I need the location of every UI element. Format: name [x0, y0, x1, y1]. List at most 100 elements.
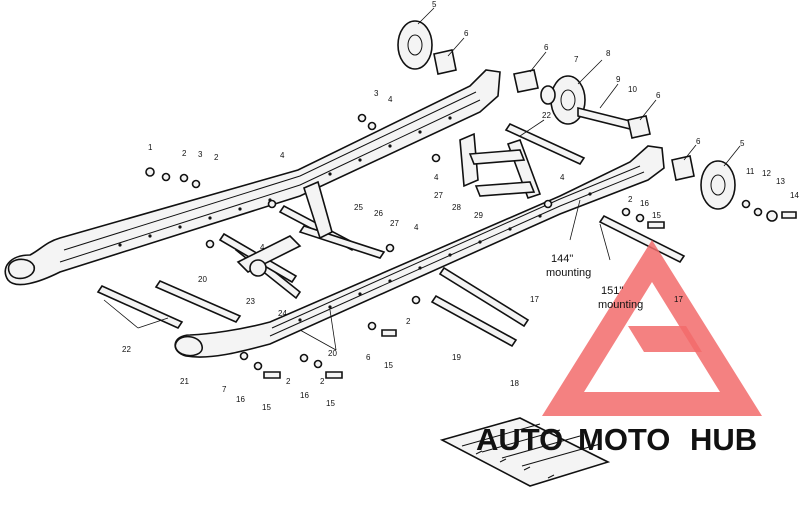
bushing-6b [513, 69, 539, 93]
washer-4e [543, 199, 553, 209]
leader-lines [103, 7, 741, 351]
axle-9 [577, 106, 635, 132]
cross-shafts [96, 122, 686, 348]
washer-16a [635, 213, 645, 223]
mounting-annotations: 144" mounting 151" mounting [546, 253, 643, 311]
torque-arm-assembly [236, 132, 542, 277]
callout-21: 21 [180, 377, 189, 386]
rail-holes-front [298, 192, 592, 322]
washer-2c [411, 295, 421, 305]
washer-4a [191, 179, 201, 189]
callout-17: 17 [530, 295, 539, 304]
rear-arm-left [459, 132, 479, 188]
callout-15: 15 [326, 399, 335, 408]
callout-2: 2 [182, 149, 187, 158]
rear-slide-rail [4, 69, 501, 286]
watermark-auto: AUTO [476, 422, 563, 457]
watermark-brand: AUTO MOTO HUB [476, 422, 757, 457]
callout-27: 27 [434, 191, 443, 200]
bushing-6a [433, 49, 457, 75]
washer-4f [385, 243, 395, 253]
callout-16: 16 [640, 199, 649, 208]
shaft-22-upper [504, 122, 586, 166]
callout-13: 13 [776, 177, 785, 186]
shaft-26 [298, 225, 386, 259]
bolt-15b [381, 329, 397, 337]
shaft-17a [438, 266, 530, 328]
callout-9: 9 [616, 75, 621, 84]
shaft-22-lower-a [96, 284, 184, 330]
bolt-15c [263, 371, 281, 379]
callout-18: 18 [510, 379, 519, 388]
callout-3: 3 [198, 150, 203, 159]
arm-bushing [249, 259, 267, 277]
hardware [145, 113, 797, 379]
callout-19: 19 [452, 353, 461, 362]
callout-4: 4 [280, 151, 285, 160]
callout-15: 15 [384, 361, 393, 370]
callout-6: 6 [544, 43, 549, 52]
wear-strip-18 [439, 417, 611, 487]
callout-4: 4 [414, 223, 419, 232]
bolt-15d [325, 371, 343, 379]
watermark-hub: HUB [690, 422, 757, 457]
callout-4: 4 [388, 95, 393, 104]
callout-24: 24 [278, 309, 287, 318]
idler-wheels [397, 20, 736, 210]
wheel-5-right [700, 160, 736, 210]
callout-27: 27 [390, 219, 399, 228]
rear-arm-crossbar-2 [474, 181, 536, 197]
arm-front-a [303, 180, 333, 240]
cap-13 [766, 210, 778, 222]
callout-6: 6 [464, 29, 469, 38]
callout-2: 2 [214, 153, 219, 162]
callout-16: 16 [236, 395, 245, 404]
shaft-22-lower-b [154, 279, 242, 324]
callout-20: 20 [328, 349, 337, 358]
callout-22: 22 [542, 111, 551, 120]
washer-20a [205, 239, 215, 249]
callout-4: 4 [260, 243, 265, 252]
mounting-151-label: mounting [598, 299, 643, 311]
washer-16c [313, 359, 323, 369]
nut-11 [741, 199, 751, 209]
callout-15: 15 [262, 403, 271, 412]
callout-3: 3 [374, 89, 379, 98]
shaft-19 [430, 294, 518, 348]
shaft-17b [598, 214, 686, 264]
callout-2: 2 [320, 377, 325, 386]
mounting-151-value: 151" [601, 285, 623, 297]
callout-1: 1 [148, 143, 153, 152]
callout-labels: 5 6 6 7 8 9 10 6 22 6 5 11 12 13 14 16 1… [122, 0, 799, 412]
wheel-bushings [433, 49, 695, 181]
washer-2b [621, 207, 631, 217]
washer-7b [239, 351, 249, 361]
callout-28: 28 [452, 203, 461, 212]
washer-6e [367, 321, 377, 331]
front-slide-rail [174, 145, 665, 358]
callout-15: 15 [652, 211, 661, 220]
bushing-6d [671, 155, 695, 181]
washer-2e [299, 353, 309, 363]
callout-4: 4 [434, 173, 439, 182]
callout-11: 11 [746, 167, 755, 176]
callout-17: 17 [674, 295, 683, 304]
nut-1 [145, 167, 155, 177]
callout-23: 23 [246, 297, 255, 306]
front-rail-tip [174, 335, 203, 357]
bolt-14 [781, 211, 797, 219]
callout-7: 7 [222, 385, 227, 394]
callout-5: 5 [740, 139, 745, 148]
nut-3a [179, 173, 189, 183]
callout-29: 29 [474, 211, 483, 220]
callout-2: 2 [286, 377, 291, 386]
washer-2d [253, 361, 263, 371]
callout-6: 6 [366, 353, 371, 362]
callout-2: 2 [406, 317, 411, 326]
callout-26: 26 [374, 209, 383, 218]
rear-arm-crossbar [468, 149, 526, 165]
callout-16: 16 [300, 391, 309, 400]
nut-3b [357, 113, 367, 123]
